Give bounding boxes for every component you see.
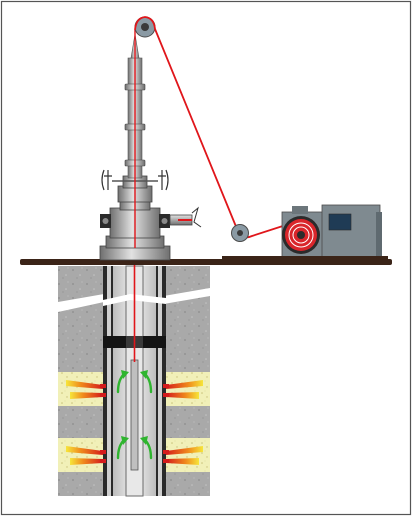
cable-drum-icon <box>281 206 325 259</box>
up-arrow-icon <box>121 436 129 445</box>
ground-section <box>58 248 210 497</box>
control-unit <box>321 204 381 260</box>
valve-handle-left <box>104 170 112 190</box>
wellhead-assembly <box>99 30 202 261</box>
up-arrow-icon <box>140 436 148 445</box>
sheave-icon <box>231 224 249 242</box>
perforating-gun <box>130 359 139 471</box>
up-arrow-icon <box>140 370 148 379</box>
perforations-upper <box>66 380 203 399</box>
control-window <box>328 213 352 231</box>
valve-handle-right <box>158 170 166 190</box>
wireline-truck-icon <box>321 204 382 260</box>
perforations-lower <box>66 446 203 465</box>
up-arrow-icon <box>121 370 129 379</box>
ground-surface <box>20 259 392 265</box>
